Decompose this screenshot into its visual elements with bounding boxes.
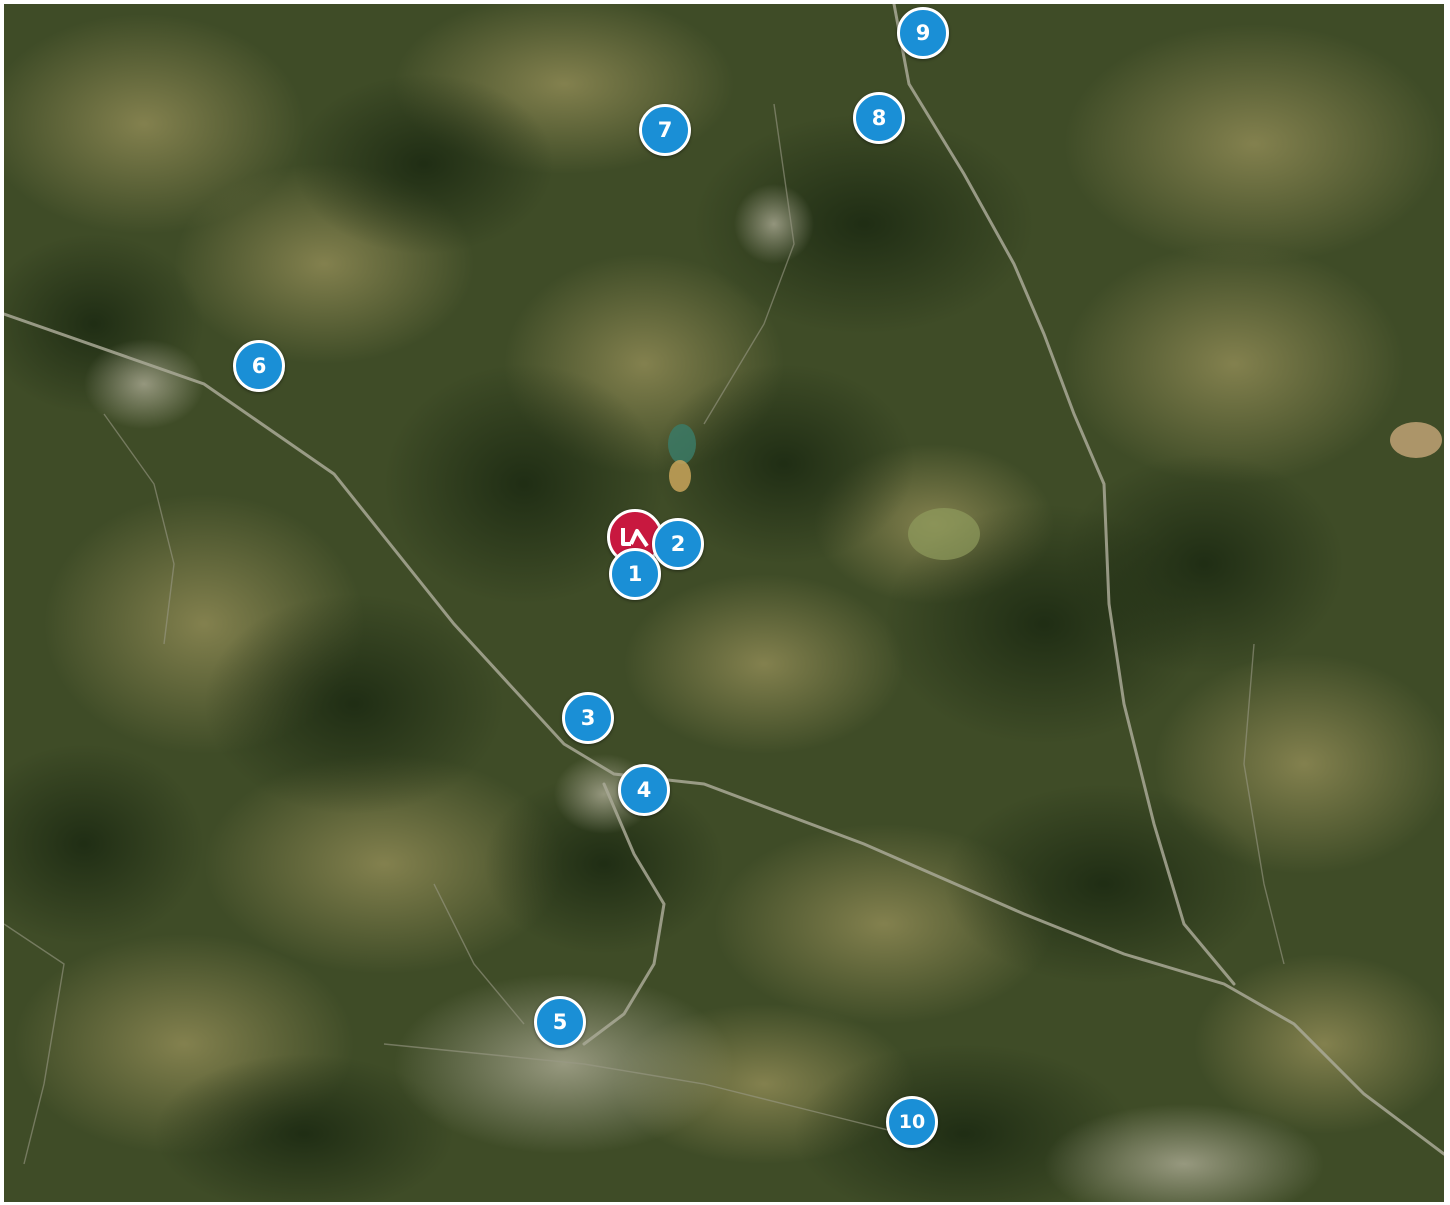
map-marker-9[interactable]: 9 — [897, 7, 949, 59]
map-marker-3[interactable]: 3 — [562, 692, 614, 744]
map-marker-6[interactable]: 6 — [233, 340, 285, 392]
map-marker-2[interactable]: 2 — [652, 518, 704, 570]
map-canvas[interactable]: 2 1 3 4 5 6 7 8 9 10 — [4, 4, 1444, 1202]
map-marker-5[interactable]: 5 — [534, 996, 586, 1048]
brand-logo-icon — [621, 528, 649, 548]
forest-patches — [4, 74, 1344, 1202]
map-marker-7[interactable]: 7 — [639, 104, 691, 156]
town-areas — [84, 184, 1324, 1202]
secondary-roads — [4, 103, 1285, 1165]
map-marker-8[interactable]: 8 — [853, 92, 905, 144]
map-marker-10[interactable]: 10 — [886, 1096, 938, 1148]
satellite-imagery — [4, 4, 1444, 1202]
map-marker-1[interactable]: 1 — [609, 548, 661, 600]
highways — [4, 4, 1444, 1156]
map-marker-4[interactable]: 4 — [618, 764, 670, 816]
